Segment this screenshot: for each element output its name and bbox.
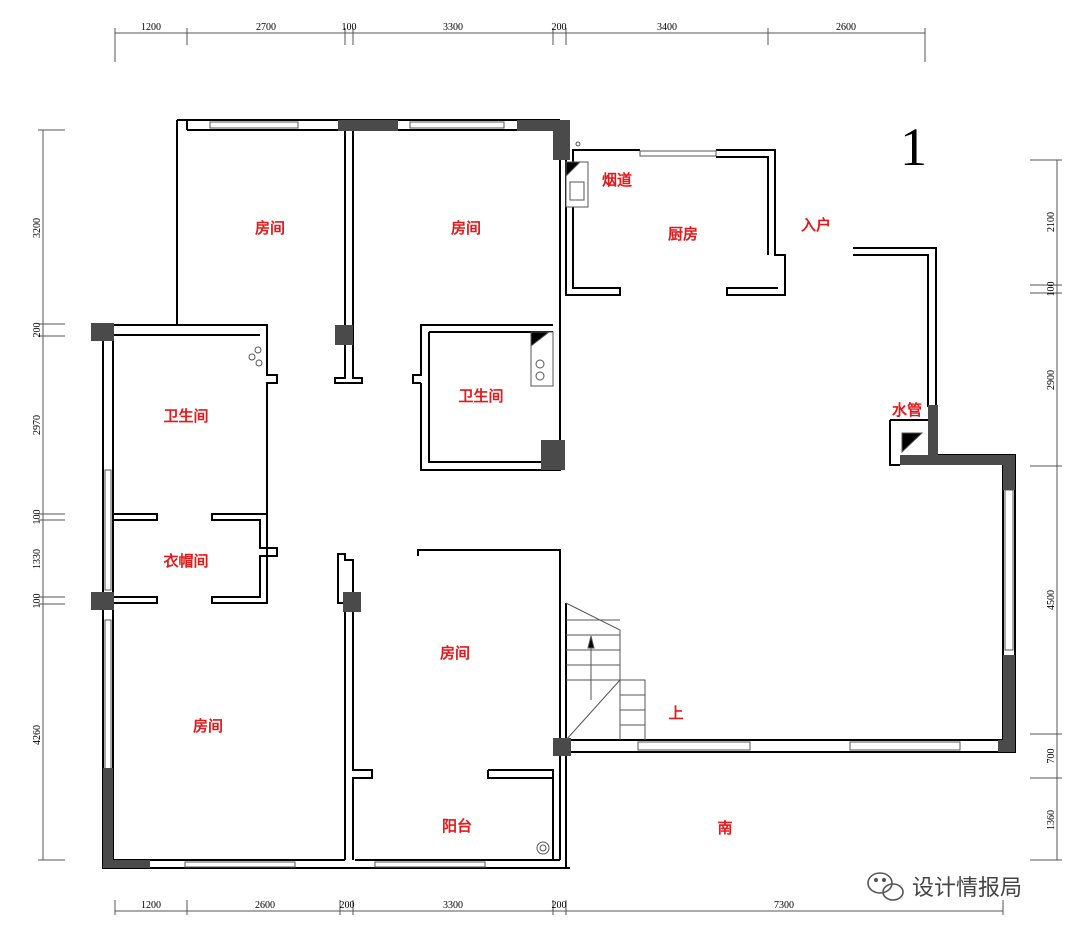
fixtures: [248, 141, 924, 855]
dim-right-1: 100: [1046, 282, 1057, 297]
dim-top-1: 2700: [256, 22, 276, 33]
dim-bottom-5: 7300: [774, 900, 794, 911]
dim-left-1: 200: [32, 323, 43, 338]
dim-left-3: 100: [32, 510, 43, 525]
dim-top-5: 3400: [657, 22, 677, 33]
dim-right-5: 1360: [1046, 810, 1057, 830]
watermark: 设计情报局: [867, 872, 1022, 901]
stairs: [565, 602, 646, 741]
dim-top-6: 2600: [836, 22, 856, 33]
windows: [104, 121, 1014, 868]
label-entrance: 入户: [801, 216, 831, 234]
dimension-labels-top: 1200 2700 100 3300 200 3400 2600: [141, 22, 856, 33]
pillars: [91, 120, 1015, 868]
dim-left-6: 4260: [32, 725, 43, 745]
dim-left-2: 2970: [32, 415, 43, 435]
label-room-top-mid: 房间: [451, 219, 481, 237]
label-cloakroom: 衣帽间: [163, 552, 208, 570]
dim-bottom-2: 200: [340, 900, 355, 911]
label-kitchen: 厨房: [668, 225, 698, 243]
dim-bottom-3: 3300: [443, 900, 463, 911]
wechat-icon: [867, 872, 904, 901]
label-south: 南: [717, 819, 732, 837]
dim-left-5: 100: [32, 594, 43, 609]
label-water-pipe: 水管: [892, 401, 922, 419]
dimension-lines: [38, 28, 1062, 915]
floor-number: 1: [900, 117, 927, 177]
dim-right-2: 2900: [1046, 370, 1057, 390]
dim-left-0: 3200: [32, 218, 43, 238]
label-room-bottom-left: 房间: [193, 717, 223, 735]
dimension-labels-left: 3200 200 2970 100 1330 100 4260: [32, 218, 43, 745]
dim-bottom-4: 200: [552, 900, 567, 911]
label-bath-left: 卫生间: [163, 407, 208, 425]
label-room-mid: 房间: [440, 644, 470, 662]
dim-right-0: 2100: [1046, 212, 1057, 232]
dim-right-3: 4500: [1046, 590, 1057, 610]
dim-top-4: 200: [552, 22, 567, 33]
dimension-labels-right: 2100 100 2900 4500 700 1360: [1046, 212, 1057, 830]
dim-bottom-0: 1200: [141, 900, 161, 911]
dim-top-3: 3300: [443, 22, 463, 33]
room-labels: 房间 房间 烟道 厨房 入户 卫生间 卫生间 水管 衣帽间 房间 房间 上 阳台…: [163, 171, 922, 837]
label-stairs-up: 上: [668, 704, 683, 722]
dim-top-0: 1200: [141, 22, 161, 33]
label-flue: 烟道: [602, 171, 632, 189]
dim-bottom-1: 2600: [255, 900, 275, 911]
dim-right-4: 700: [1046, 749, 1057, 764]
label-room-top-left: 房间: [255, 219, 285, 237]
dimension-labels-bottom: 1200 2600 200 3300 200 7300: [141, 900, 794, 911]
label-bath-mid: 卫生间: [458, 387, 503, 405]
dim-left-4: 1330: [32, 549, 43, 569]
label-balcony: 阳台: [442, 817, 472, 835]
watermark-text: 设计情报局: [912, 876, 1022, 901]
dim-top-2: 100: [342, 22, 357, 33]
